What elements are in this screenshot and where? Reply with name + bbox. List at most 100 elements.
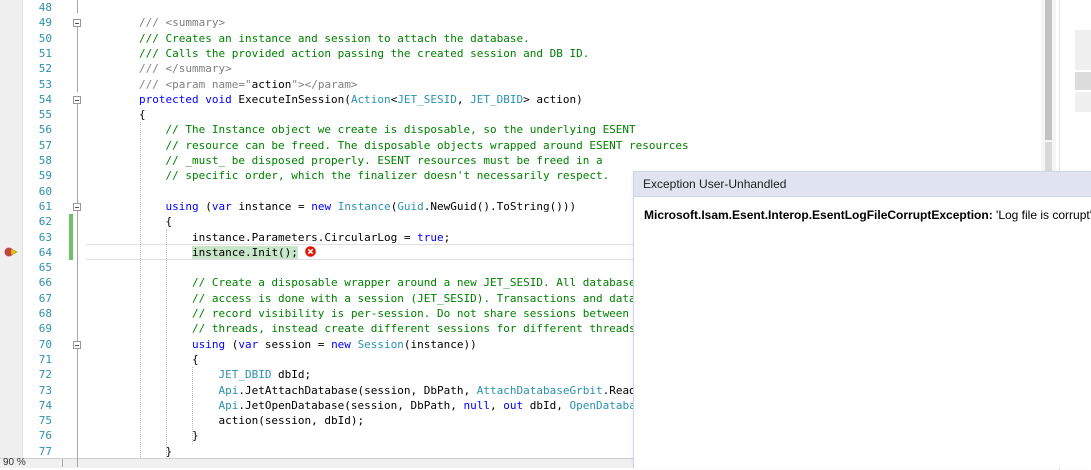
code-token: .JetOpenDatabase(session, DbPath, — [238, 398, 464, 412]
code-line[interactable] — [86, 184, 139, 199]
code-line[interactable]: // _must_ be disposed properly. ESENT re… — [86, 153, 602, 168]
code-token: dbId, — [523, 398, 570, 412]
code-token: instance = — [231, 199, 312, 213]
code-token: ExecuteInSession( — [231, 92, 351, 106]
code-line[interactable]: action(session, dbId); — [86, 413, 364, 428]
indent — [86, 78, 139, 91]
indent-guide — [192, 366, 193, 444]
line-number: 73 — [38, 383, 52, 397]
indent — [86, 200, 139, 213]
line-number: 76 — [38, 429, 52, 443]
code-line[interactable]: using (var session = new Session(instanc… — [86, 337, 477, 352]
code-line[interactable]: // Create a disposable wrapper around a … — [86, 275, 636, 290]
code-token: { — [138, 108, 146, 122]
indent — [86, 1, 139, 14]
line-number: 69 — [38, 322, 52, 336]
zoom-level[interactable]: 90 % — [3, 457, 26, 468]
line-number: 71 — [38, 352, 52, 366]
side-panel-scroll-thumb[interactable] — [1075, 72, 1091, 90]
line-number: 51 — [38, 46, 52, 60]
collapse-toggle-icon[interactable] — [73, 19, 81, 28]
code-token: var — [211, 199, 232, 213]
breakpoint-exception-icon[interactable] — [4, 246, 18, 258]
code-token: // resource can be freed. The disposable… — [138, 138, 689, 152]
code-token: protected — [138, 92, 199, 106]
code-line[interactable]: Api.JetOpenDatabase(session, DbPath, nul… — [86, 398, 655, 413]
exception-helper-popup[interactable]: Exception User-Unhandled Microsoft.Isam.… — [633, 171, 1091, 468]
indent — [86, 322, 139, 335]
code-token: // Create a disposable wrapper around a … — [138, 276, 636, 290]
code-line[interactable]: // resource can be freed. The disposable… — [86, 138, 689, 153]
indent — [86, 429, 139, 442]
code-line[interactable]: // access is done with a session (JET_SE… — [86, 291, 649, 306]
code-token — [331, 200, 338, 213]
indent — [86, 215, 139, 228]
code-line[interactable]: // The Instance object we create is disp… — [86, 122, 635, 137]
code-token: action(session, dbId); — [138, 414, 365, 428]
code-token: var — [238, 337, 259, 351]
scrollbar-thumb[interactable] — [1045, 0, 1052, 140]
code-token: ( — [390, 199, 398, 213]
collapse-toggle-icon[interactable] — [73, 202, 81, 211]
line-number: 57 — [38, 138, 52, 152]
code-token: > action) — [523, 92, 583, 106]
indent — [86, 292, 139, 305]
code-token: using — [138, 337, 226, 351]
code-line[interactable]: { — [86, 107, 146, 122]
code-line[interactable]: /// </summary> — [86, 61, 232, 76]
code-line[interactable]: } — [86, 428, 199, 443]
line-number: 67 — [38, 291, 52, 305]
indent — [86, 154, 139, 167]
code-area[interactable]: /// <summary> /// Creates an instance an… — [86, 0, 1086, 458]
code-line[interactable]: // threads, instead create different ses… — [86, 321, 642, 336]
code-line[interactable]: Api.JetAttachDatabase(session, DbPath, A… — [86, 383, 655, 398]
indent — [86, 307, 139, 320]
indent — [86, 368, 139, 381]
code-line[interactable]: /// Calls the provided action passing th… — [86, 46, 589, 61]
status-divider — [62, 459, 63, 467]
code-line[interactable]: /// <summary> — [86, 15, 225, 30]
indent-guide — [166, 229, 167, 459]
line-number: 61 — [38, 199, 52, 213]
collapse-toggle-icon[interactable] — [73, 340, 81, 349]
code-token: JET_SESID — [397, 92, 457, 106]
code-line[interactable] — [86, 0, 139, 15]
code-line[interactable]: JET_DBID dbId; — [86, 367, 311, 382]
indent — [86, 231, 139, 244]
indent — [86, 185, 139, 198]
code-token: JET_DBID — [470, 92, 524, 106]
code-token: // specific order, which the finalizer d… — [138, 169, 610, 183]
indent — [86, 47, 139, 60]
code-line[interactable] — [86, 260, 139, 275]
line-number: 55 — [38, 108, 52, 122]
code-token: // record visibility is per-session. Do … — [138, 307, 630, 320]
code-line[interactable]: instance.Init(); — [86, 245, 298, 260]
code-token: Session — [357, 337, 404, 351]
indent — [86, 353, 139, 366]
code-line[interactable]: /// <param name="action"></param> — [86, 77, 358, 92]
indent — [86, 169, 139, 182]
code-line[interactable]: // record visibility is per-session. Do … — [86, 306, 629, 321]
code-line[interactable]: protected void ExecuteInSession(Action<J… — [86, 92, 583, 107]
code-token: session = — [258, 337, 332, 351]
indicator-margin[interactable] — [0, 0, 23, 458]
code-token: .NewGuid().ToString())) — [423, 199, 577, 213]
indent — [86, 62, 139, 75]
code-token: JET_DBID — [138, 368, 272, 382]
outline-line — [77, 0, 78, 13]
code-line[interactable]: /// Creates an instance and session to a… — [86, 31, 530, 46]
code-line[interactable]: instance.Parameters.CircularLog = true; — [86, 230, 450, 245]
collapse-toggle-icon[interactable] — [73, 95, 81, 104]
code-line[interactable]: { — [86, 352, 199, 367]
indent — [86, 414, 139, 427]
line-number: 72 — [38, 368, 52, 382]
code-token: /// Calls the provided action passing th… — [138, 46, 590, 60]
code-line[interactable]: // specific order, which the finalizer d… — [86, 168, 609, 183]
code-line[interactable]: } — [86, 444, 172, 458]
code-token — [351, 338, 358, 351]
code-line[interactable]: { — [86, 214, 172, 229]
code-line[interactable]: using (var instance = new Instance(Guid.… — [86, 199, 576, 214]
side-panel-region — [1075, 92, 1091, 112]
code-token: true — [417, 230, 444, 244]
